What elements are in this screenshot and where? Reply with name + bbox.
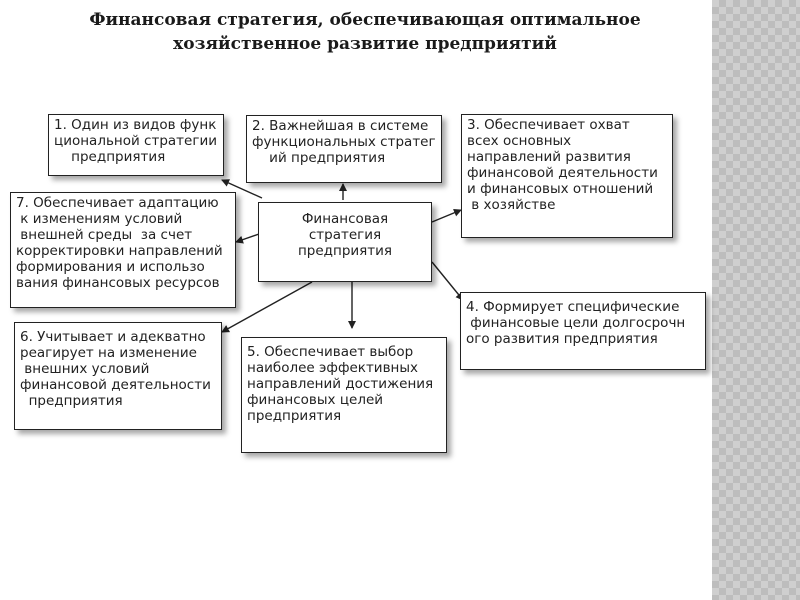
box-3-coverage-of-directions: 3. Обеспечивает охват всех основных напр… — [461, 114, 673, 238]
box-4-specific-financial-goals: 4. Формирует специфические финансовые це… — [460, 292, 706, 370]
title-line-1: Финансовая стратегия, обеспечивающая опт… — [89, 10, 641, 30]
arrow-to-box4 — [431, 261, 464, 301]
box-2-key-in-system: 2. Важнейшая в системе функциональных ст… — [246, 115, 442, 183]
arrow-to-box7 — [235, 232, 263, 244]
box-5-effective-directions: 5. Обеспечивает выбор наиболее эффективн… — [241, 337, 447, 453]
decorative-side-panel — [712, 0, 800, 600]
arrow-to-box6 — [221, 281, 313, 333]
box-7-adaptation: 7. Обеспечивает адаптацию к изменениям у… — [10, 192, 236, 308]
arrow-to-box3 — [431, 208, 462, 223]
arrows-layer — [221, 179, 464, 333]
box-1-functional-strategy: 1. Один из видов функ циональной стратег… — [48, 114, 224, 176]
arrow-to-box1 — [221, 179, 263, 199]
center-financial-strategy: Финансовая стратегия предприятия — [258, 202, 432, 282]
slide-title: Финансовая стратегия, обеспечивающая опт… — [20, 8, 710, 56]
box-6-external-conditions: 6. Учитывает и адекватно реагирует на из… — [14, 322, 222, 430]
title-line-2: хозяйственное развитие предприятий — [173, 34, 557, 54]
